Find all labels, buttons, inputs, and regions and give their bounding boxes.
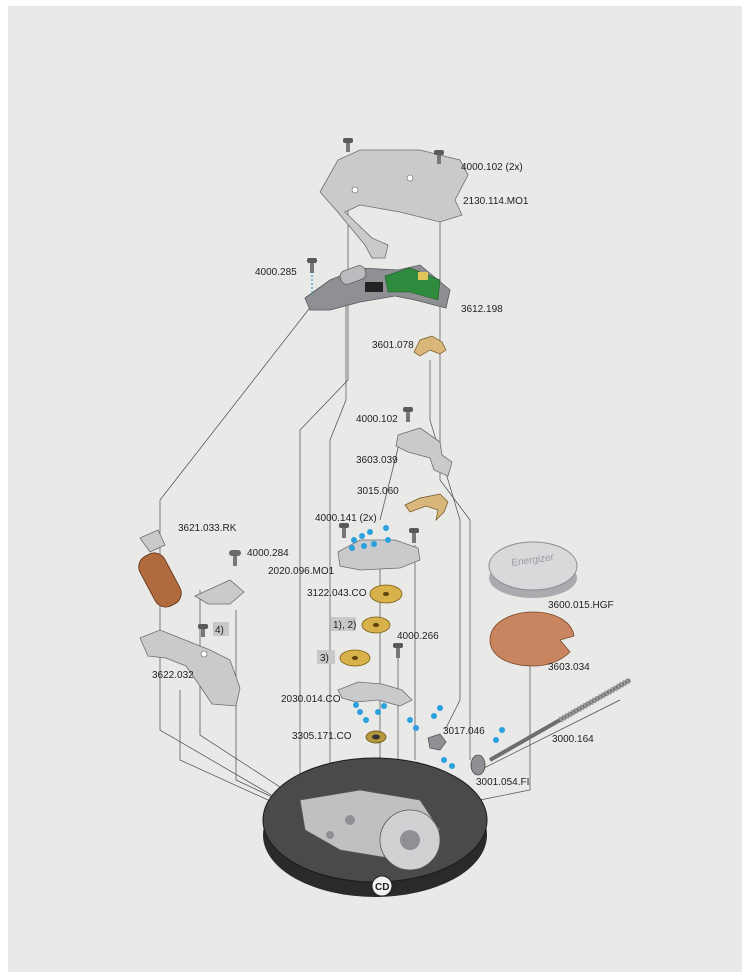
cd-marker [371,875,393,897]
exploded-movement-diagram: Energizer 4000.102 (2x) 2130.114.MO1 400… [134,138,632,897]
leader-lines [159,170,621,811]
label-2020-096: 2020.096.MO1 [268,566,335,577]
label-box [331,617,356,631]
screw-icon [434,150,444,164]
jewel-markers [349,525,391,551]
screw-icon [198,624,208,637]
jewel-markers [407,705,505,769]
diagram-sheet: Energizer 4000.102 (2x) 2130.114.MO1 400… [8,6,742,972]
insulator-3603-034[interactable] [489,611,575,667]
screw-icon [229,550,241,566]
label-4000-285: 4000.285 [255,267,297,278]
screw-icon [403,407,413,422]
label-3305-171: 3305.171.CO [292,731,352,742]
rotor-3305-171[interactable] [365,730,387,744]
label-footnote-1-2: 1), 2) [333,620,356,631]
bridge-2130-114[interactable] [319,149,469,259]
label-3017-046: 3017.046 [443,726,485,737]
label-3015-060: 3015.060 [357,486,399,497]
label-4000-141-2x: 4000.141 (2x) [315,513,377,524]
label-3122-043: 3122.043.CO [307,588,367,599]
plate-3622-032[interactable] [139,629,241,707]
label-box [317,650,335,664]
part-3603-039[interactable] [395,427,453,477]
label-cd: CD [375,882,389,893]
spring-3601-078[interactable] [413,335,447,357]
label-4000-102: 4000.102 [356,414,398,425]
label-3001-054: 3001.054.FI [476,777,529,788]
screw-icon [307,258,317,292]
screw-icon [393,643,403,658]
label-3603-034: 3603.034 [548,662,590,673]
label-3612-198: 3612.198 [461,304,503,315]
gear-3[interactable] [339,649,371,667]
label-3621-033: 3621.033.RK [178,523,237,534]
label-4000-284: 4000.284 [247,548,289,559]
label-3600-015: 3600.015.HGF [548,600,614,611]
electronic-module-3612-198[interactable] [304,264,451,311]
label-2130-114: 2130.114.MO1 [463,196,529,207]
label-3601-078: 3601.078 [372,340,414,351]
bridge-2020-096[interactable] [337,539,421,571]
gear-1-2[interactable] [361,616,391,634]
coil-3621-033[interactable] [134,529,245,611]
screw-icon [343,138,353,152]
bridge-2030-014[interactable] [337,681,413,707]
screw-icon [409,528,419,543]
label-3622-032: 3622.032 [152,670,194,681]
gear-3122-043[interactable] [369,584,403,604]
label-footnote-3: 3) [320,653,329,664]
label-2030-014: 2030.014.CO [281,694,341,705]
screw-icon [339,523,349,538]
jewel-markers [353,702,387,723]
label-box [213,622,229,636]
stem-3000-164[interactable] [489,677,632,762]
pinion-3001-054[interactable] [470,754,486,776]
main-plate[interactable] [262,757,488,897]
label-footnote-4: 4) [215,625,224,636]
label-4000-102-2x: 4000.102 (2x) [461,162,523,173]
label-3603-039: 3603.039 [356,455,398,466]
battery-3600-015[interactable]: Energizer [488,541,578,598]
lever-3015-060[interactable] [404,493,449,522]
label-3000-164: 3000.164 [552,734,594,745]
label-4000-266: 4000.266 [397,631,439,642]
part-3017-046[interactable] [427,733,447,751]
